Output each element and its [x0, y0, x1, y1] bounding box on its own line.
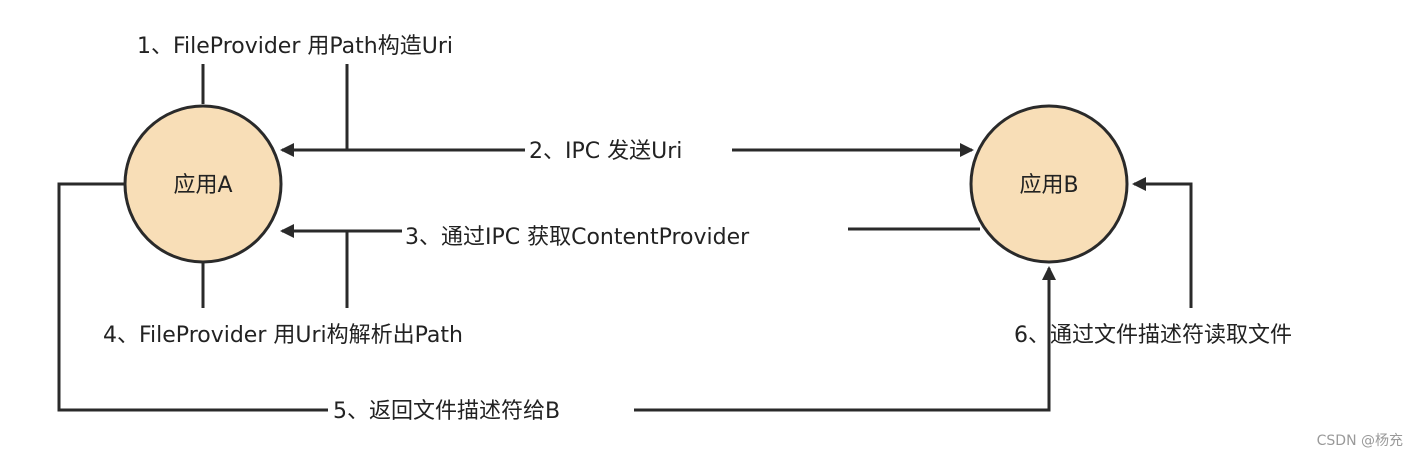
- app-a-circle: [123, 104, 283, 264]
- step5-route-right: [634, 266, 1056, 412]
- step5-route-left: [57, 182, 328, 412]
- app-b-label: 应用B: [1019, 173, 1078, 198]
- app-b-node: 应用B: [969, 104, 1129, 264]
- step4-label: 4、FileProvider 用Uri构解析出Path: [103, 323, 463, 348]
- step2-label: 2、IPC 发送Uri: [529, 139, 682, 164]
- app-a-node: 应用A: [123, 104, 283, 264]
- csdn-watermark: CSDN @杨充: [1317, 433, 1403, 449]
- app-a-label: 应用A: [173, 173, 232, 198]
- app-b-circle: [969, 104, 1129, 264]
- step6-route: [1132, 177, 1193, 308]
- step3-label: 3、通过IPC 获取ContentProvider: [405, 225, 750, 250]
- step1-label: 1、FileProvider 用Path构造Uri: [137, 34, 453, 59]
- step5-label: 5、返回文件描述符给B: [333, 399, 560, 424]
- step6-label: 6、通过文件描述符读取文件: [1014, 323, 1292, 348]
